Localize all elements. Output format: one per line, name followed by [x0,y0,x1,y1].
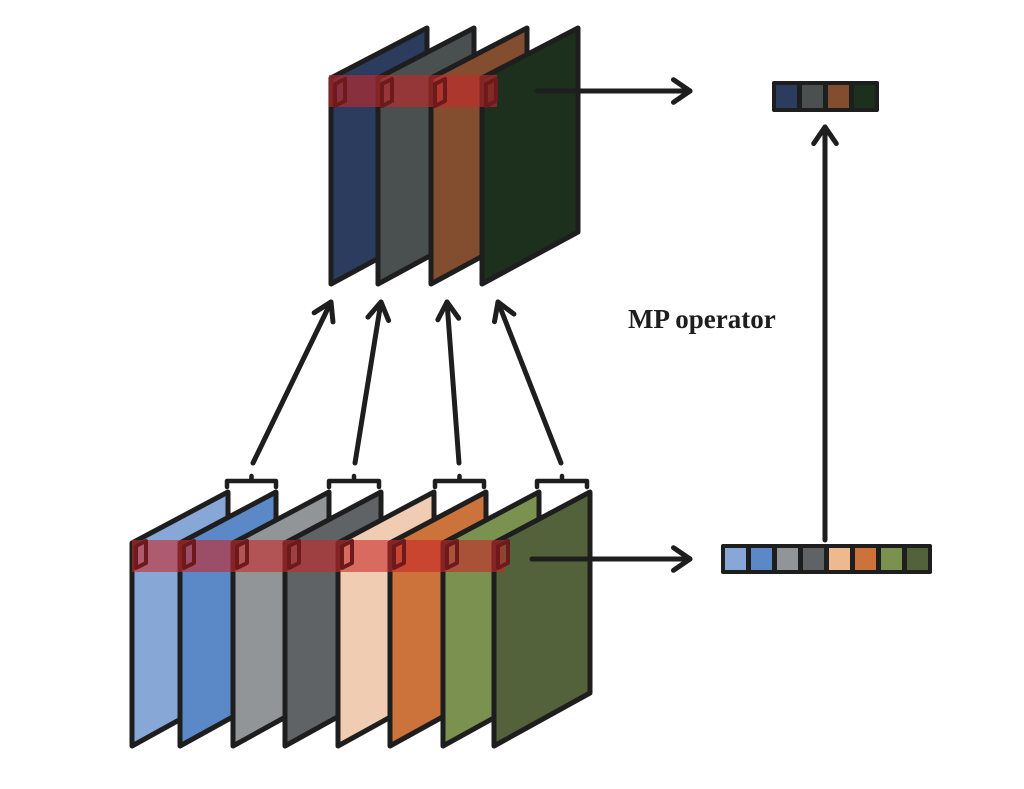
mp-operator-arrow [811,124,839,543]
grouping-arrow [352,299,392,466]
vector-cell [854,85,875,108]
grouping-bracket [432,473,487,490]
arrow-head-icon [670,545,693,573]
arrow-head-icon [435,299,462,323]
vector-cell [829,548,850,570]
vector-frame [721,544,932,574]
input-vector [721,544,932,574]
arrow-head-icon [311,299,336,325]
output-feature-maps [328,25,581,287]
grouping-arrow [491,299,564,466]
output-highlight-band [329,75,497,107]
grouping-bracket [534,473,590,490]
input-to-vector-arrow [529,545,693,573]
grouping-arrows [250,299,564,466]
vector-cell [828,85,849,108]
vector-cell [907,548,928,570]
sliding-window [484,77,498,108]
sliding-window [340,539,354,570]
vector-cell [855,548,876,570]
sliding-window [134,539,148,570]
flow-arrows [529,77,839,573]
arrow-head-icon [670,77,693,105]
vector-cell [776,85,797,108]
mp-operator-label: MP operator [628,304,776,334]
sliding-window [433,77,447,108]
grouping-arrow [435,299,462,466]
input-feature-map [491,489,593,749]
output-sliding-windows [333,77,498,108]
sliding-window [380,77,394,108]
vector-frame [772,81,879,112]
vector-cell [777,548,798,570]
sliding-window [235,539,249,570]
highlight-band [329,75,497,107]
sliding-window [496,539,510,570]
vector-cell [802,85,823,108]
sliding-window [287,539,301,570]
grouping-brackets [224,473,590,490]
sliding-window [333,77,347,108]
arrow-head-icon [811,124,839,147]
input-feature-maps [129,489,593,749]
grouping-bracket [224,473,279,490]
vector-cell [803,548,824,570]
output-to-vector-arrow [534,77,693,105]
vector-cell [751,548,772,570]
arrow-head-icon [491,299,517,325]
vector-cell [881,548,902,570]
grouping-arrow [250,299,336,466]
sliding-window [445,539,459,570]
output-vector [772,81,879,112]
arrow-head-icon [365,299,392,323]
sliding-window [182,539,196,570]
input-sliding-windows [134,539,510,570]
sliding-window [392,539,406,570]
grouping-bracket [326,473,382,490]
vector-cell [725,548,746,570]
